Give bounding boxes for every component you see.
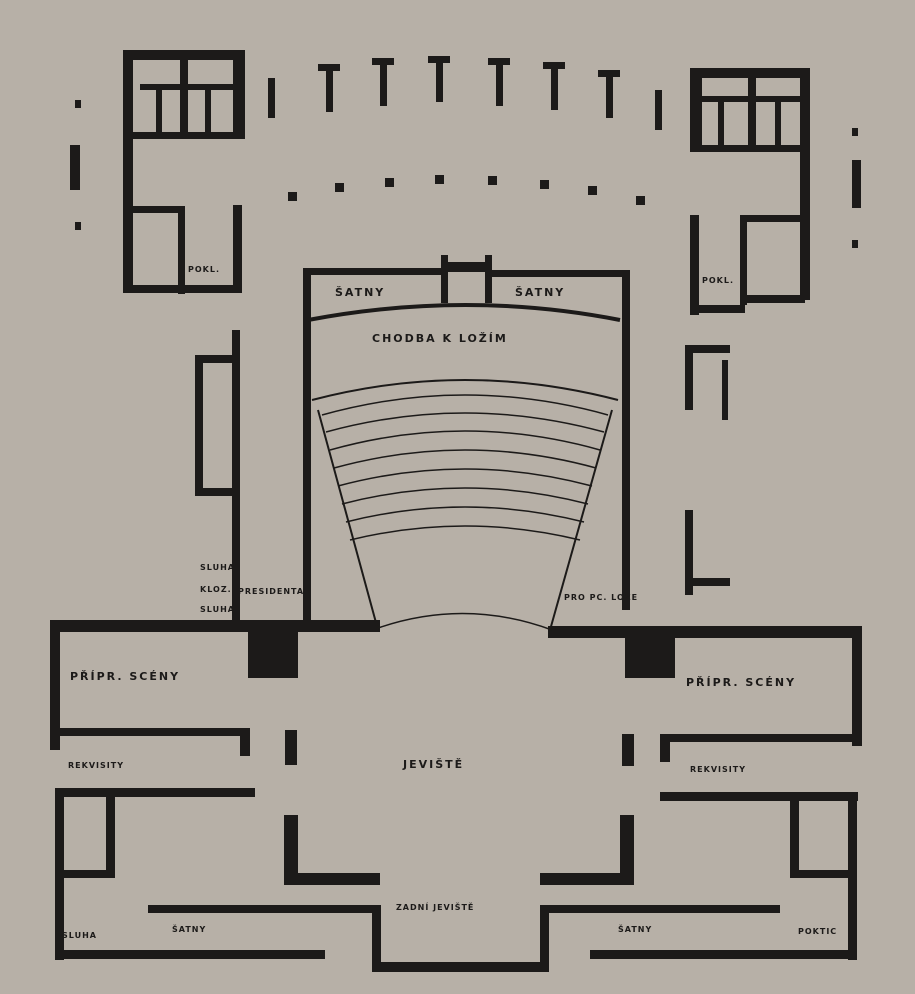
label-sluha-mid: SLUHA xyxy=(200,605,235,614)
label-kloz: KLOZ. xyxy=(200,585,232,594)
label-satny-bottom-left: ŠATNY xyxy=(172,923,206,934)
label-pripr-left: PŘÍPR. SCÉNY xyxy=(70,670,180,683)
label-pokl-left: POKL. xyxy=(188,265,220,274)
label-sluha-top: SLUHA xyxy=(200,563,235,572)
label-rekvisity-right: REKVISITY xyxy=(690,765,746,774)
label-sluha-bottom: SLUHA xyxy=(62,931,97,940)
label-presidenta: PRESIDENTA xyxy=(238,587,304,596)
label-pokl-right: POKL. xyxy=(702,276,734,285)
room-labels: ŠATNY ŠATNY CHODBA K LOŽÍM POKL. POKL. P… xyxy=(62,265,837,940)
label-proc-loze: PRO PC. LOŽE xyxy=(564,591,638,602)
label-satny-right: ŠATNY xyxy=(515,286,565,299)
label-chodba: CHODBA K LOŽÍM xyxy=(372,332,508,345)
label-jeviste: JEVIŠTĚ xyxy=(402,758,464,771)
label-pripr-right: PŘÍPR. SCÉNY xyxy=(686,676,796,689)
label-satny-bottom-right: ŠATNY xyxy=(618,923,652,934)
label-satny-left: ŠATNY xyxy=(335,286,385,299)
label-pokl-bottom-right: POKTIC xyxy=(798,927,837,936)
label-rekvisity-left: REKVISITY xyxy=(68,761,124,770)
walls xyxy=(50,50,862,972)
auditorium xyxy=(307,303,621,631)
label-zadni-jeviste: ZADNÍ JEVIŠTĚ xyxy=(396,901,474,912)
